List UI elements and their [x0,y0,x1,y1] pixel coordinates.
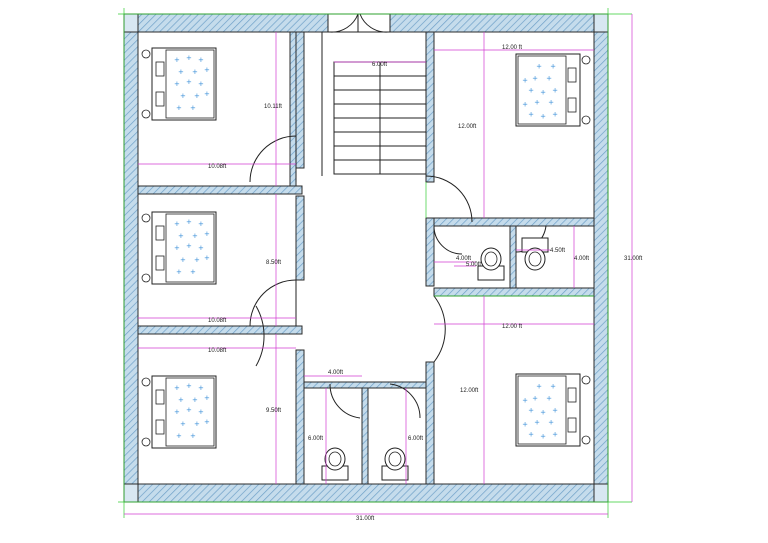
dim-toilet-right-height: 6.00ft [408,436,423,442]
dimension-lines [124,14,633,515]
dim-room1-height: 10.11ft [264,104,282,110]
dim-room3-height: 9.50ft [266,408,281,414]
entrance-door [327,13,391,33]
dim-room5-width: 12.00 ft [502,324,522,330]
dim-room3-width: 10.08ft [208,348,227,354]
dim-bath-b-height: 4.00ft [574,256,589,262]
dimension-labels: 31.00ft 31.00ft 6.00ft 10.11ft 10.08ft 8… [208,45,643,522]
dim-room5-height: 12.00ft [460,388,479,394]
dim-overall-width: 31.00ft [356,516,375,522]
dim-overall-height: 31.00ft [624,256,643,262]
dim-room2-height: 8.50ft [266,260,281,266]
dim-bath-a-inner: 5.00ft [466,262,481,268]
guide-lines [118,8,632,518]
bed-room3 [141,375,217,449]
staircase [333,61,427,175]
dim-room1-width: 10.08ft [208,164,227,170]
dim-room4-height: 12.00ft [458,124,477,130]
dim-bath-a-width: 4.00ft [456,256,471,262]
dim-bath-b-width: 4.50ft [550,248,565,254]
dim-room4-width: 12.00 ft [502,45,522,51]
toilet-right [381,447,409,481]
dim-room2-width: 10.08ft [208,318,227,324]
bed-room1 [141,47,217,121]
dim-passage-width: 4.00ft [328,370,343,376]
bed-room5 [515,373,591,447]
dim-stair-width: 6.00ft [372,62,387,68]
toilet-bath-b [521,237,549,271]
dim-toilet-left-height: 6.00ft [308,436,323,442]
bed-room2 [141,211,217,285]
toilet-bath-a [477,247,505,281]
bed-room4 [515,53,591,127]
